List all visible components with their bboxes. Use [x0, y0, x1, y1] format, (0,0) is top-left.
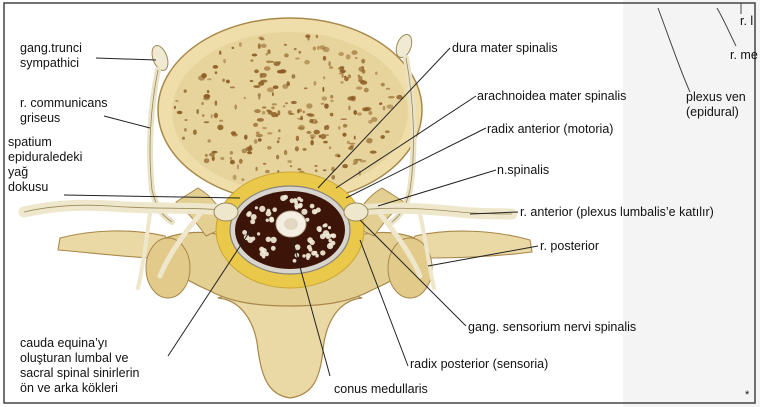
- label-r-posterior: r. posterior: [540, 239, 599, 254]
- label-asterisk-cropped: *: [745, 388, 749, 403]
- label-radix-posterior: radix posterior (sensoria): [410, 357, 548, 372]
- label-r-l-cropped: r. l: [740, 14, 753, 29]
- label-n-spinalis: n.spinalis: [497, 163, 549, 178]
- label-radix-anterior: radix anterior (motoria): [487, 122, 613, 137]
- articular-process-left: [146, 238, 190, 298]
- dorsal-root-ganglion-right: [344, 203, 368, 221]
- label-spatium-epidural: spatium epiduraledeki yağ dokusu: [8, 135, 82, 195]
- label-plexus-venosus: plexus ven (epidural): [686, 90, 746, 120]
- label-gang-sensorium: gang. sensorium nervi spinalis: [468, 320, 636, 335]
- dorsal-root-ganglion-left: [214, 203, 238, 221]
- label-arachnoidea-mater-spinalis: arachnoidea mater spinalis: [477, 89, 626, 104]
- label-r-anterior: r. anterior (plexus lumbalis’e katılır): [520, 205, 714, 220]
- spinal-nerve-left: [24, 205, 238, 212]
- label-conus-medullaris: conus medullaris: [334, 382, 428, 397]
- label-cauda-equina: cauda equina’yı oluşturan lumbal ve sacr…: [20, 336, 140, 396]
- label-r-me-cropped: r. me: [730, 48, 758, 63]
- label-dura-mater-spinalis: dura mater spinalis: [452, 41, 558, 56]
- label-r-communicans-griseus: r. communicans griseus: [20, 96, 108, 126]
- label-gang-trunci-sympathici: gang.trunci sympathici: [20, 41, 82, 71]
